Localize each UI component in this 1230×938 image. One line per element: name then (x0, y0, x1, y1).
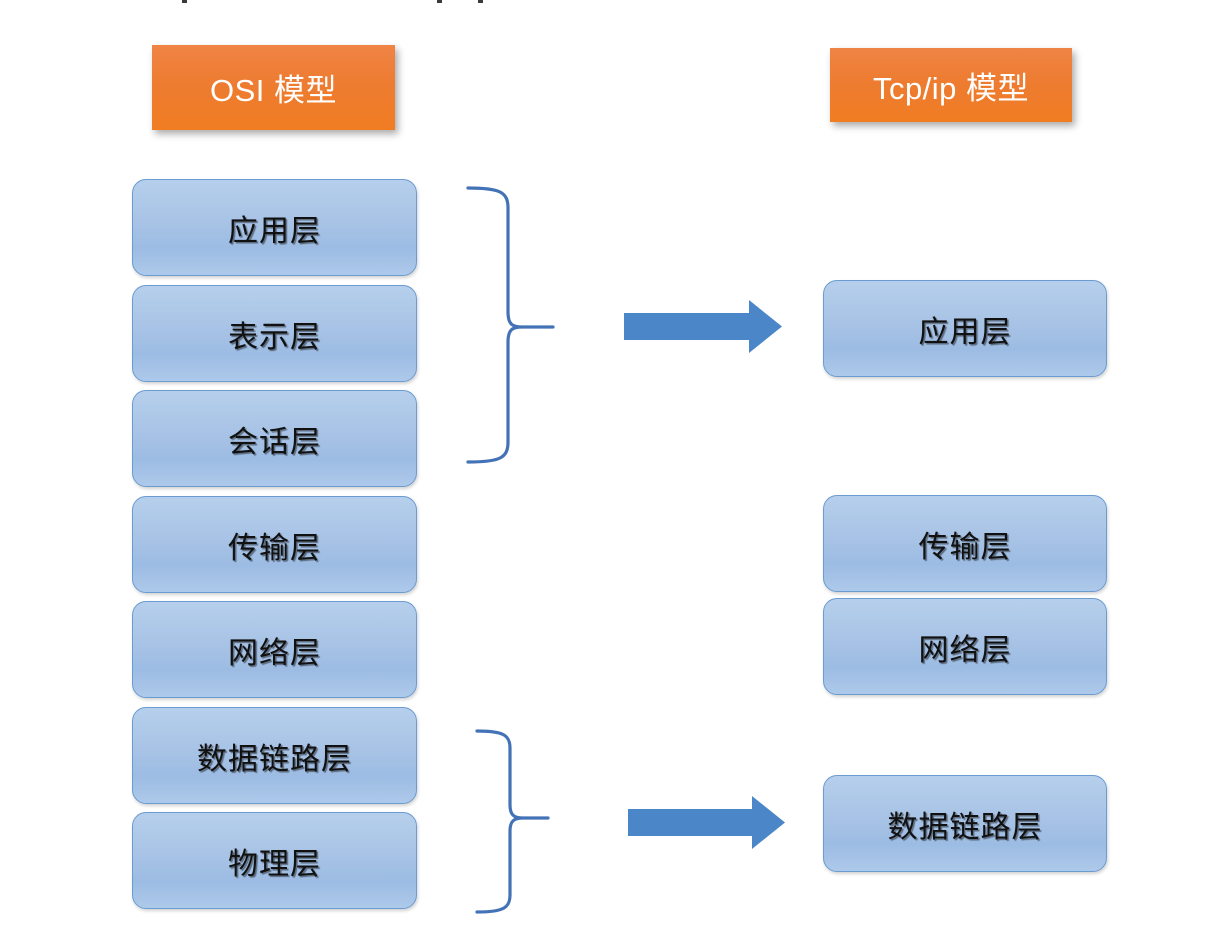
clipped-title-remnant (478, 0, 483, 3)
tcpip-layer-box-transport[interactable]: 传输层 (823, 495, 1107, 592)
clipped-title-remnant (437, 0, 442, 3)
lower-brace-icon (475, 729, 550, 914)
tcpip-layer-box-network[interactable]: 网络层 (823, 598, 1107, 695)
osi-layer-box-physical[interactable]: 物理层 (132, 812, 417, 909)
upper-brace-icon (466, 186, 555, 464)
tcpip-model-header: Tcp/ip 模型 (830, 48, 1072, 122)
upper-arrow-icon (624, 300, 782, 353)
osi-layer-box-application[interactable]: 应用层 (132, 179, 417, 276)
osi-layer-box-presentation[interactable]: 表示层 (132, 285, 417, 382)
osi-layer-box-transport[interactable]: 传输层 (132, 496, 417, 593)
osi-layer-box-datalink[interactable]: 数据链路层 (132, 707, 417, 804)
lower-arrow-icon (628, 796, 785, 849)
tcpip-layer-box-datalink[interactable]: 数据链路层 (823, 775, 1107, 872)
osi-model-header: OSI 模型 (152, 45, 395, 130)
osi-layer-box-session[interactable]: 会话层 (132, 390, 417, 487)
clipped-title-remnant (182, 0, 187, 3)
tcpip-layer-box-application[interactable]: 应用层 (823, 280, 1107, 377)
osi-layer-box-network[interactable]: 网络层 (132, 601, 417, 698)
